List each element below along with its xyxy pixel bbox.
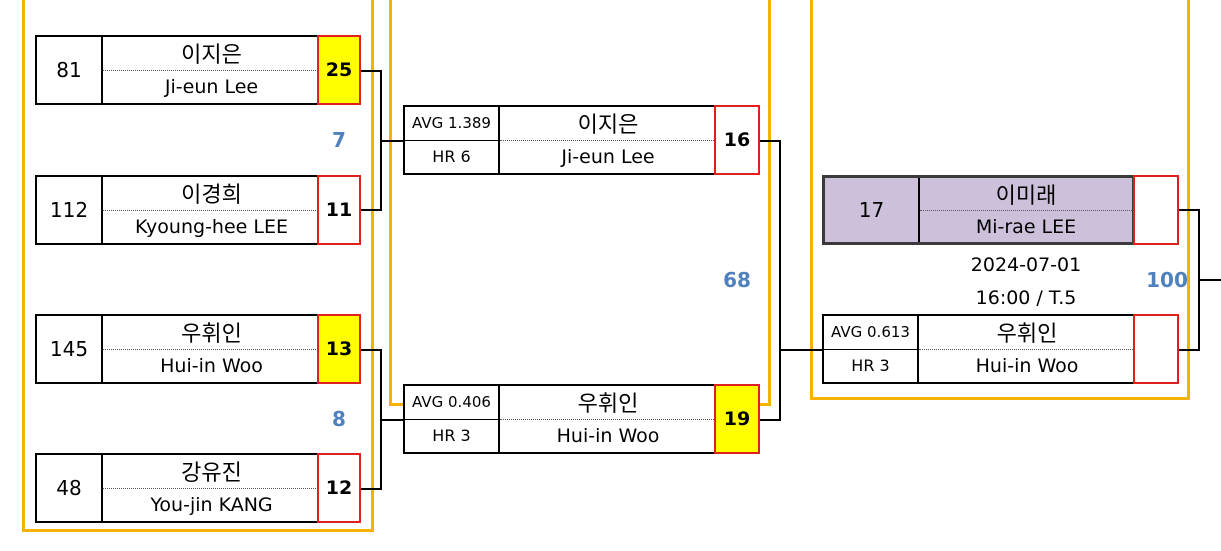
player-name-korean: 이미래	[920, 178, 1132, 211]
score-box: 13	[317, 314, 361, 384]
player-name-english: Mi-rae LEE	[975, 215, 1077, 238]
player-name: 이지은 Ji-eun Lee	[500, 107, 716, 173]
round2-group-frame	[389, 0, 771, 406]
match-number: 100	[1146, 268, 1188, 292]
player-stats: AVG 0.406 HR 3	[405, 386, 500, 452]
bracket-connector	[380, 140, 404, 142]
seed-number: 17	[825, 178, 920, 242]
player-name: 강유진 You-jin KANG	[103, 455, 320, 521]
player-name-korean: 이지은	[500, 107, 716, 141]
bracket-connector	[380, 419, 404, 421]
round3-entry-2: AVG 0.613 HR 3 우휘인 Hui-in Woo	[822, 314, 1135, 384]
round1-entry-3: 145 우휘인 Hui-in Woo	[35, 314, 320, 384]
score-box: 19	[714, 384, 760, 454]
round1-entry-2: 112 이경희 Kyoung-hee LEE	[35, 175, 320, 245]
player-name-korean: 우휘인	[500, 386, 716, 420]
player-name-korean: 이경희	[103, 177, 320, 211]
match-number: 8	[332, 407, 346, 431]
round2-entry-1: AVG 1.389 HR 6 이지은 Ji-eun Lee	[403, 105, 716, 175]
bracket-connector	[779, 349, 823, 351]
score-box: 11	[317, 175, 361, 245]
score-box	[1133, 175, 1179, 245]
round1-entry-1: 81 이지은 Ji-eun Lee	[35, 35, 320, 105]
bracket-connector	[361, 209, 382, 211]
player-name: 이지은 Ji-eun Lee	[103, 37, 320, 103]
seed-number: 81	[37, 37, 103, 103]
player-name-english: Kyoung-hee LEE	[134, 215, 288, 238]
player-name-english: Hui-in Woo	[556, 424, 660, 447]
player-stats: AVG 1.389 HR 6	[405, 107, 500, 173]
seed-number: 112	[37, 177, 103, 243]
round1-entry-4: 48 강유진 You-jin KANG	[35, 453, 320, 523]
match-date: 2024-07-01	[970, 254, 1082, 276]
player-name: 우휘인 Hui-in Woo	[500, 386, 716, 452]
player-stats: AVG 0.613 HR 3	[824, 316, 919, 382]
bracket-connector	[361, 70, 382, 72]
high-run: HR 3	[851, 356, 890, 376]
score-box	[1133, 314, 1179, 384]
high-run: HR 3	[432, 426, 471, 446]
round1-group-frame	[22, 0, 374, 532]
seed-number: 48	[37, 455, 103, 521]
bracket-connector	[361, 488, 382, 490]
bracket-connector	[1179, 209, 1200, 211]
score-box: 25	[317, 35, 361, 105]
score-box: 16	[714, 105, 760, 175]
player-name-korean: 우휘인	[103, 316, 320, 350]
round3-entry-seeded: 17 이미래 Mi-rae LEE	[822, 175, 1135, 245]
bracket-connector	[779, 140, 781, 421]
match-time-table: 16:00 / T.5	[975, 287, 1077, 309]
player-name: 이미래 Mi-rae LEE	[920, 178, 1132, 242]
player-name-english: Ji-eun Lee	[164, 75, 259, 98]
batting-average: AVG 1.389	[405, 107, 498, 141]
player-name: 이경희 Kyoung-hee LEE	[103, 177, 320, 243]
match-number: 7	[332, 128, 346, 152]
bracket-connector	[1198, 279, 1221, 281]
player-name-korean: 우휘인	[919, 316, 1135, 350]
seed-number: 145	[37, 316, 103, 382]
round3-group-frame	[810, 0, 1190, 400]
player-name-english: Ji-eun Lee	[561, 145, 655, 168]
player-name-english: You-jin KANG	[150, 493, 273, 516]
bracket-connector	[760, 419, 781, 421]
bracket-connector	[361, 349, 382, 351]
score-box: 12	[317, 453, 361, 523]
player-name: 우휘인 Hui-in Woo	[103, 316, 320, 382]
batting-average: AVG 0.613	[824, 316, 917, 350]
bracket-connector	[1179, 349, 1200, 351]
high-run: HR 6	[432, 147, 471, 167]
round2-entry-2: AVG 0.406 HR 3 우휘인 Hui-in Woo	[403, 384, 716, 454]
match-number: 68	[723, 268, 751, 292]
player-name-english: Hui-in Woo	[160, 354, 263, 377]
batting-average: AVG 0.406	[405, 386, 498, 420]
player-name-korean: 이지은	[103, 37, 320, 71]
player-name-english: Hui-in Woo	[975, 354, 1079, 377]
player-name: 우휘인 Hui-in Woo	[919, 316, 1135, 382]
player-name-korean: 강유진	[103, 455, 320, 489]
bracket-connector	[760, 140, 781, 142]
